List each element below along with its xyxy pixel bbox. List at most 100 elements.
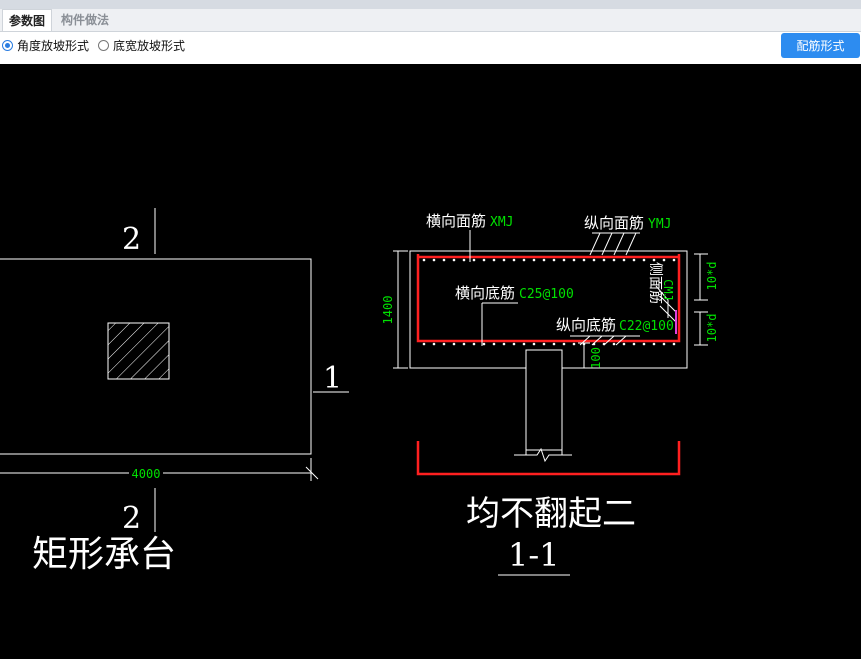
rebar-dot	[612, 258, 616, 262]
rebar-dot	[422, 258, 426, 262]
label-top-transverse: 横向面筋	[426, 212, 486, 230]
rebar-dot	[472, 258, 476, 262]
rebar-bracket-below	[416, 441, 681, 476]
rebar-dot	[492, 342, 496, 346]
rebar-dot	[552, 258, 556, 262]
dim-text-bg	[129, 466, 163, 480]
rebar-dot	[552, 342, 556, 346]
plan-title: 矩形承台	[32, 534, 176, 575]
leader-ymj	[589, 232, 640, 256]
dim-cover-line	[578, 342, 590, 369]
rebar-dot	[632, 258, 636, 262]
rebar-dots-bottom	[422, 342, 676, 346]
rebar-dot	[642, 342, 646, 346]
radio-bottom-width-slope[interactable]: 底宽放坡形式	[98, 32, 185, 58]
rebar-dot	[462, 258, 466, 262]
rebar-dot	[602, 258, 606, 262]
pile-cap-outline	[0, 258, 312, 455]
label-bottom-transverse: 横向底筋	[455, 284, 515, 302]
dim-width-text: 4000	[132, 467, 161, 481]
rebar-dot	[482, 342, 486, 346]
rebar-dot	[542, 258, 546, 262]
section-title: 1-1	[508, 536, 560, 574]
label-side: 侧面筋	[647, 262, 664, 304]
rebar-dot	[502, 258, 506, 262]
drawing-canvas[interactable]: 2 2 1 4000 矩形承台 1400 10*d 1	[0, 64, 861, 659]
rebar-cage	[416, 254, 681, 343]
rebar-dot	[632, 342, 636, 346]
rebar-dot	[452, 342, 456, 346]
radio-unchecked-icon	[98, 39, 109, 51]
rebar-dot	[622, 342, 626, 346]
rebar-dot	[562, 342, 566, 346]
rebar-dot	[622, 258, 626, 262]
rebar-dot	[542, 342, 546, 346]
window-top-strip	[0, 0, 861, 9]
rebar-dot	[432, 342, 436, 346]
radio-angle-slope-label: 角度放坡形式	[17, 38, 90, 53]
code-side: CMJ	[661, 279, 675, 301]
code-bottom-longitudinal: C22@100	[619, 319, 674, 334]
rebar-dot	[462, 342, 466, 346]
rebar-dot	[442, 258, 446, 262]
dim-anchor-lower-text: 10*d	[705, 314, 719, 343]
rebar-dot	[662, 258, 666, 262]
dim-height-text: 1400	[381, 296, 395, 325]
rebar-dot	[442, 342, 446, 346]
rebar-dot	[642, 258, 646, 262]
dim-height-line	[393, 250, 408, 369]
rebar-form-button[interactable]: 配筋形式	[781, 33, 860, 58]
rebar-dot	[502, 342, 506, 346]
rebar-dot	[612, 342, 616, 346]
rebar-dot	[672, 258, 676, 262]
rebar-dot	[562, 258, 566, 262]
rebar-dot	[432, 258, 436, 262]
toolbar: 角度放坡形式 底宽放坡形式 配筋形式	[0, 32, 861, 64]
section-mark-right: 1	[323, 361, 342, 396]
section-caption: 均不翻起二	[466, 494, 636, 534]
column-hatched	[107, 322, 170, 380]
dim-anchor-upper-text: 10*d	[705, 262, 719, 291]
dim-cover-text: 100	[589, 347, 603, 369]
rebar-dot	[532, 342, 536, 346]
rebar-dot	[582, 258, 586, 262]
rebar-dot	[522, 258, 526, 262]
rebar-dot	[512, 342, 516, 346]
rebar-dot	[422, 342, 426, 346]
plan-view: 2 2 1 4000 矩形承台	[0, 208, 349, 575]
rebar-dot	[472, 342, 476, 346]
leader-side	[655, 285, 677, 323]
tab-component-method[interactable]: 构件做法	[61, 13, 110, 27]
rebar-dot	[592, 258, 596, 262]
tab-parameter-diagram[interactable]: 参数图	[2, 9, 52, 31]
dim-anchor-lines	[694, 253, 708, 346]
rebar-dot	[482, 258, 486, 262]
rebar-dot	[652, 258, 656, 262]
code-top-transverse: XMJ	[490, 215, 513, 230]
section-view: 1400 10*d 10*d 100 横向面筋 XMJ 纵向面筋 YMJ 横向底…	[381, 212, 719, 576]
rebar-dot	[512, 258, 516, 262]
rebar-dot	[652, 342, 656, 346]
dim-tick-right	[305, 466, 319, 480]
leader-bottom-transverse	[481, 302, 518, 346]
radio-bottom-width-slope-label: 底宽放坡形式	[113, 38, 186, 53]
rebar-dot	[452, 258, 456, 262]
radio-angle-slope[interactable]: 角度放坡形式	[2, 32, 89, 58]
code-top-longitudinal: YMJ	[648, 217, 671, 232]
rebar-dots-top	[422, 258, 676, 262]
section-mark-top: 2	[122, 222, 141, 257]
rebar-dot	[532, 258, 536, 262]
break-line	[514, 447, 572, 463]
label-bottom-longitudinal: 纵向底筋	[556, 316, 616, 334]
leader-bottom-longitudinal	[570, 335, 640, 346]
section-mark-bottom: 2	[122, 501, 141, 536]
code-bottom-transverse: C25@100	[519, 287, 574, 302]
rebar-dot	[572, 258, 576, 262]
rebar-dot	[672, 342, 676, 346]
rebar-dot	[492, 258, 496, 262]
label-top-longitudinal: 纵向面筋	[584, 214, 644, 232]
column-below	[525, 349, 563, 451]
rebar-dot	[572, 342, 576, 346]
tab-bar: 参数图 构件做法	[0, 9, 861, 32]
radio-checked-icon	[2, 39, 13, 51]
